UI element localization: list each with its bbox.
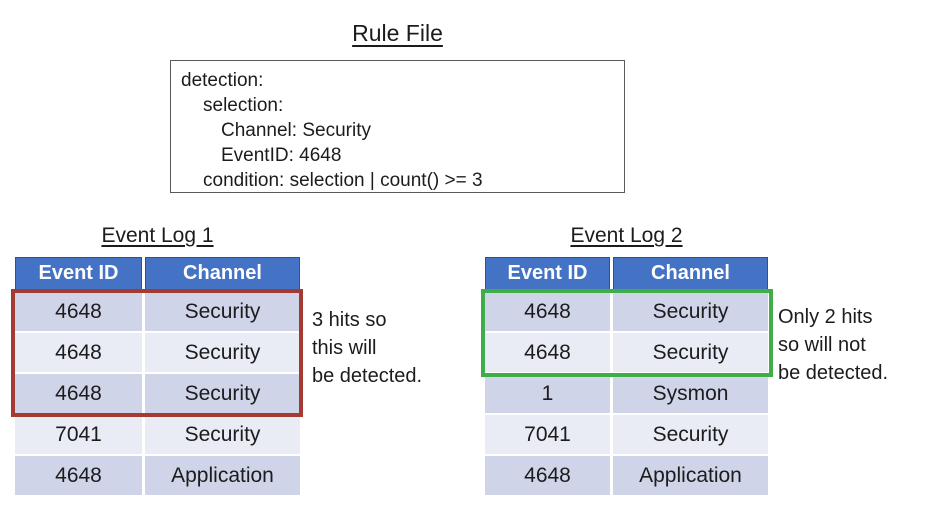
rule-file-title-text: Rule File <box>352 20 443 46</box>
table-cell: Security <box>145 333 300 372</box>
table-cell: 7041 <box>485 415 610 454</box>
table-cell: Security <box>613 333 768 372</box>
event-log-1-title: Event Log 1 <box>15 224 300 248</box>
event-log-1-title-text: Event Log 1 <box>101 224 214 247</box>
table-cell: Security <box>613 415 768 454</box>
event-log-1-group: Event Log 1 Event ID Channel 4648 Securi… <box>15 224 300 495</box>
table-cell: 4648 <box>485 292 610 331</box>
table-cell: 4648 <box>15 292 142 331</box>
column-header-event-id: Event ID <box>15 257 142 290</box>
event-log-2-title: Event Log 2 <box>485 224 768 248</box>
event-log-2-table: Event ID Channel 4648 Security 4648 Secu… <box>485 257 768 495</box>
table-cell: 4648 <box>485 456 610 495</box>
event-log-1-table: Event ID Channel 4648 Security 4648 Secu… <box>15 257 300 495</box>
table-cell: 4648 <box>15 456 142 495</box>
column-header-event-id: Event ID <box>485 257 610 290</box>
rule-line: condition: selection | count() >= 3 <box>203 170 483 191</box>
rule-line: EventID: 4648 <box>221 145 342 166</box>
table-cell: 4648 <box>15 333 142 372</box>
table-cell: Security <box>613 292 768 331</box>
rule-file-title: Rule File <box>170 20 625 47</box>
column-header-channel: Channel <box>613 257 768 290</box>
event-log-2-group: Event Log 2 Event ID Channel 4648 Securi… <box>485 224 768 495</box>
rule-file-box: detection: selection: Channel: Security … <box>170 60 625 193</box>
table-cell: Security <box>145 292 300 331</box>
table-cell: 7041 <box>15 415 142 454</box>
rule-line: selection: <box>203 95 284 116</box>
rule-line: Channel: Security <box>221 120 371 141</box>
note-line: 3 hits so <box>312 309 387 331</box>
event-log-2-title-text: Event Log 2 <box>570 224 683 247</box>
table-cell: Sysmon <box>613 374 768 413</box>
table-cell: 1 <box>485 374 610 413</box>
note-line: Only 2 hits <box>778 306 873 328</box>
table-cell: 4648 <box>485 333 610 372</box>
rule-line: detection: <box>181 70 264 91</box>
table-cell: Security <box>145 374 300 413</box>
table-cell: Security <box>145 415 300 454</box>
note-line: so will not <box>778 334 866 356</box>
table-cell: Application <box>613 456 768 495</box>
event-log-2-note: Only 2 hits so will not be detected. <box>778 303 888 387</box>
table-cell: Application <box>145 456 300 495</box>
note-line: be detected. <box>312 365 423 387</box>
event-log-1-note: 3 hits so this will be detected. <box>312 306 422 390</box>
note-line: be detected. <box>778 362 889 384</box>
note-line: this will <box>312 337 377 359</box>
column-header-channel: Channel <box>145 257 300 290</box>
table-cell: 4648 <box>15 374 142 413</box>
